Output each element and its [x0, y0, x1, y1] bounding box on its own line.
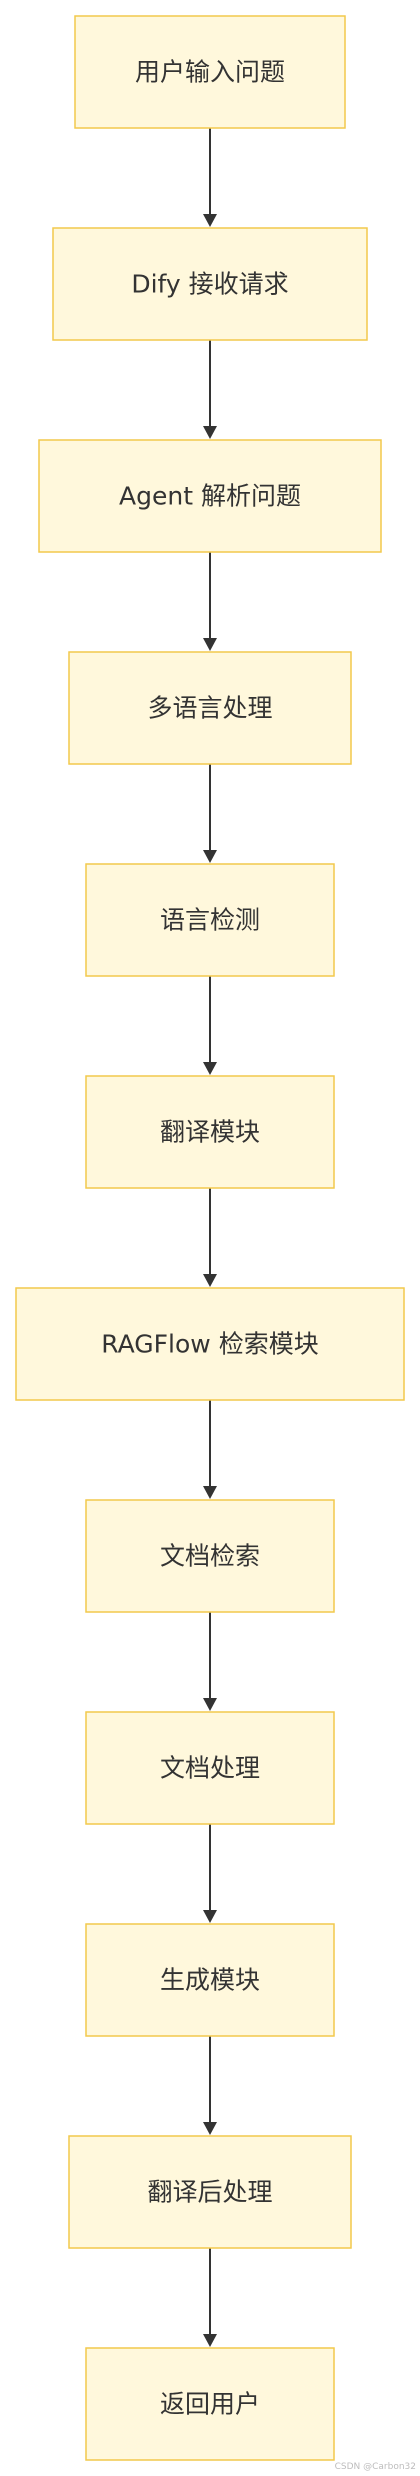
arrowhead-icon: [203, 1698, 217, 1711]
watermark-text: CSDN @Carbon32: [334, 2462, 416, 2472]
flow-node-label: Dify 接收请求: [131, 270, 288, 299]
flow-node-box: [85, 1499, 335, 1613]
arrowhead-icon: [203, 1486, 217, 1499]
flow-node: Dify 接收请求: [52, 227, 368, 341]
flow-node-box: [85, 1923, 335, 2037]
flow-node: 文档检索: [85, 1499, 335, 1613]
flow-node-box: [52, 227, 368, 341]
flow-node-label: 多语言处理: [147, 694, 272, 723]
flow-node-label: 语言检测: [160, 906, 260, 935]
flow-node: 返回用户: [85, 2347, 335, 2461]
arrowhead-icon: [203, 850, 217, 863]
arrowhead-icon: [203, 2122, 217, 2135]
flow-node: 用户输入问题: [74, 15, 346, 129]
arrowhead-icon: [203, 426, 217, 439]
flow-node-label: 文档处理: [160, 1754, 260, 1783]
flow-node-box: [15, 1287, 405, 1401]
flow-node-box: [85, 1075, 335, 1189]
flow-node-box: [68, 2135, 352, 2249]
flow-node-box: [85, 863, 335, 977]
flow-node-box: [38, 439, 382, 553]
arrowhead-icon: [203, 1910, 217, 1923]
flow-node-label: 翻译模块: [160, 1118, 260, 1147]
flow-node: RAGFlow 检索模块: [15, 1287, 405, 1401]
arrowhead-icon: [203, 214, 217, 227]
flow-node: 翻译后处理: [68, 2135, 352, 2249]
flow-node-label: RAGFlow 检索模块: [101, 1330, 318, 1359]
flow-node-label: 文档检索: [160, 1542, 260, 1571]
arrowhead-icon: [203, 638, 217, 651]
flow-node-box: [74, 15, 346, 129]
flow-node-label: 用户输入问题: [135, 58, 285, 87]
edges-layer: [203, 128, 217, 2347]
arrowhead-icon: [203, 2334, 217, 2347]
arrowhead-icon: [203, 1062, 217, 1075]
flow-node-box: [68, 651, 352, 765]
flow-node: 语言检测: [85, 863, 335, 977]
flow-node: 翻译模块: [85, 1075, 335, 1189]
flow-node-label: Agent 解析问题: [119, 482, 301, 511]
flow-node: 多语言处理: [68, 651, 352, 765]
flow-node-label: 生成模块: [160, 1966, 260, 1995]
flow-node-box: [85, 1711, 335, 1825]
arrowhead-icon: [203, 1274, 217, 1287]
flow-node: Agent 解析问题: [38, 439, 382, 553]
flow-node: 文档处理: [85, 1711, 335, 1825]
flow-node-label: 翻译后处理: [147, 2178, 272, 2207]
flow-node-box: [85, 2347, 335, 2461]
flow-node-label: 返回用户: [160, 2390, 260, 2419]
flow-node: 生成模块: [85, 1923, 335, 2037]
